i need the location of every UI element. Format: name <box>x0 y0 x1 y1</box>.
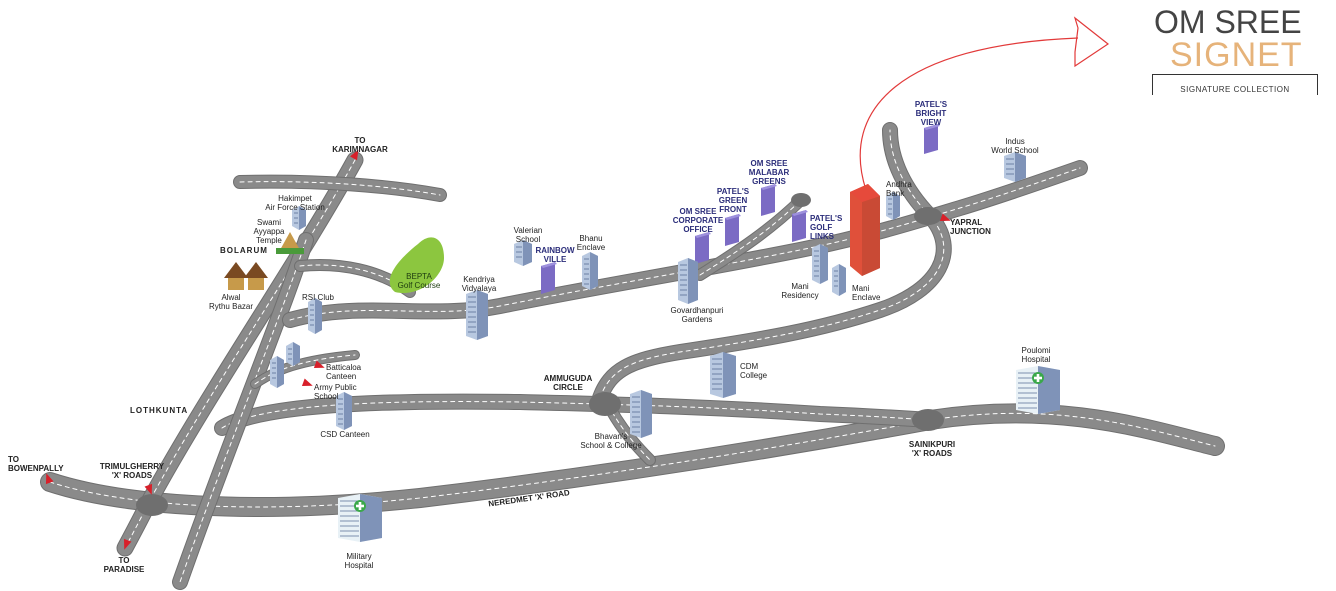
trimulgherry-pointer <box>144 483 153 495</box>
military-hospital-icon <box>338 494 382 542</box>
label-kendriya-vidyalaya: Kendriya Vidyalaya <box>461 275 497 293</box>
label-bolarum: BOLARUM <box>220 246 268 255</box>
yapral-roundabout <box>914 207 942 225</box>
poulomi-hospital-cross-icon <box>1032 372 1044 384</box>
label-govardhanpuri-gardens: Govardhanpuri Gardens <box>670 306 724 324</box>
military-hospital-cross-icon <box>354 500 366 512</box>
road-malabar-spur-lane <box>699 199 802 276</box>
rsi-club-building-icon <box>308 298 322 334</box>
indus-building-icon <box>1004 152 1026 182</box>
road-hakimpet-paradise-lane <box>179 239 307 583</box>
label-sainikpuri-x-roads: SAINIKPURI 'X' ROADS <box>908 440 956 458</box>
label-trimulgherry-x-roads: TRIMULGHERRY 'X' ROADS <box>99 462 165 480</box>
valerian-building-icon <box>514 240 532 266</box>
paradise-direction-marker <box>123 538 132 550</box>
label-hakimpet: Hakimpet Air Force Station <box>265 194 325 212</box>
label-bhavans-school-college: Bhavan's School & College <box>580 432 642 450</box>
label-lothkunta: LOTHKUNTA <box>130 406 189 415</box>
bowenpally-direction-marker <box>45 473 54 485</box>
brand-name-line1: OM SREE <box>1154 4 1302 40</box>
label-bhanu-enclave: Bhanu Enclave <box>576 234 606 252</box>
site-pointer-arrowhead <box>1073 16 1110 68</box>
batticaloa-pointer <box>313 360 325 369</box>
golf-course-area <box>389 237 444 294</box>
karimnagar-direction-marker <box>350 149 359 161</box>
sainikpuri-roundabout <box>912 409 944 431</box>
label-alwal-rythu-bazar: Alwal Rythu Bazar <box>208 293 254 311</box>
label-rainbow-ville: RAINBOW VILLE <box>535 246 575 264</box>
road-lothkunta-ammuguda-sainikpuri <box>215 394 937 435</box>
label-andhra-bank: Andhra Bank <box>886 180 912 198</box>
label-poulomi-hospital: Poulomi Hospital <box>1021 346 1051 364</box>
label-to-bowenpally: TO BOWENPALLY <box>8 455 64 473</box>
label-valerian-school: Valerian School <box>513 226 543 244</box>
label-patels-bright-view: PATEL'S BRIGHT VIEW <box>914 100 948 127</box>
road-karimnagar-paradise-lane <box>124 159 356 549</box>
green-front-tower <box>725 214 741 246</box>
label-indus-world-school: Indus World School <box>991 137 1039 155</box>
temple-icon <box>276 232 304 254</box>
site-pointer-arrow <box>859 37 1079 191</box>
malabar-greens-tower <box>761 184 777 216</box>
bhavans-building-icon <box>630 390 652 438</box>
kendriya-building-icon <box>466 290 488 340</box>
label-mani-enclave: Mani Enclave <box>852 284 881 302</box>
golf-links-tower <box>792 210 808 242</box>
label-ammuguda-circle: AMMUGUDA CIRCLE <box>543 374 593 392</box>
govardhanpuri-building-icon <box>678 258 698 304</box>
csd-building-icon <box>336 392 352 430</box>
road-karimnagar-paradise <box>117 152 363 556</box>
andhra-bank-building-icon <box>886 192 900 220</box>
yapral-pointer <box>939 213 951 222</box>
brand-tagline-frame <box>1152 74 1318 95</box>
label-cdm-college: CDM College <box>740 362 768 380</box>
label-patels-golf-links: PATEL'S GOLF LINKS <box>810 214 843 241</box>
label-rsi-club: RSI Club <box>301 293 334 302</box>
road-batticaloa-spur-lane <box>254 354 356 385</box>
army-school-building-icon <box>270 356 284 388</box>
rainbow-ville-tower <box>541 262 557 294</box>
army-school-pointer <box>301 378 313 387</box>
label-om-sree-corporate-office: OM SREE CORPORATE OFFICE <box>672 207 724 234</box>
brand-name-line2: SIGNET <box>1170 36 1303 74</box>
brand-logo: OM SREE SIGNET SIGNATURE COLLECTION <box>1150 0 1320 96</box>
label-om-sree-malabar-greens: OM SREE MALABAR GREENS <box>748 159 790 186</box>
label-military-hospital: Military Hospital <box>344 552 374 570</box>
label-to-paradise: TO PARADISE <box>103 556 145 574</box>
bright-view-tower <box>924 124 940 154</box>
label-csd-canteen: CSD Canteen <box>320 430 370 439</box>
label-batticaloa-canteen: Batticaloa Canteen <box>326 363 362 381</box>
mani-enclave-building-icon <box>832 264 846 296</box>
label-swami-ayyappa-temple: Swami Ayyappa Temple <box>253 218 285 245</box>
batticaloa-building-icon <box>286 342 300 366</box>
om-sree-signet-tower <box>850 184 880 276</box>
brand-tagline: SIGNATURE COLLECTION <box>1180 85 1290 94</box>
road-ammuguda-yapral-curve-lane <box>599 129 945 399</box>
label-bepta-golf-course: BEPTA Golf Course <box>397 272 441 290</box>
bhanu-building-icon <box>582 252 598 290</box>
label-army-public-school: Army Public School <box>314 383 357 401</box>
label-yapral-junction: YAPRAL JUNCTION <box>950 218 991 236</box>
road-kendriya-yapral-lane <box>289 167 1081 321</box>
label-mani-residency: Mani Residency <box>781 282 819 300</box>
trimulgherry-roundabout <box>136 494 168 516</box>
mani-residency-building-icon <box>812 244 828 284</box>
cdm-building-icon <box>710 352 736 398</box>
malabar-roundabout <box>791 193 811 207</box>
rythu-bazar-hut-icon <box>224 262 268 290</box>
road-hakimpet <box>234 175 446 201</box>
label-to-karimnagar: TO KARIMNAGAR <box>332 136 388 154</box>
label-patels-green-front: PATEL'S GREEN FRONT <box>716 187 750 214</box>
ammuguda-roundabout <box>589 392 621 416</box>
hakimpet-building-icon <box>292 206 306 230</box>
corporate-office-tower <box>695 232 711 264</box>
